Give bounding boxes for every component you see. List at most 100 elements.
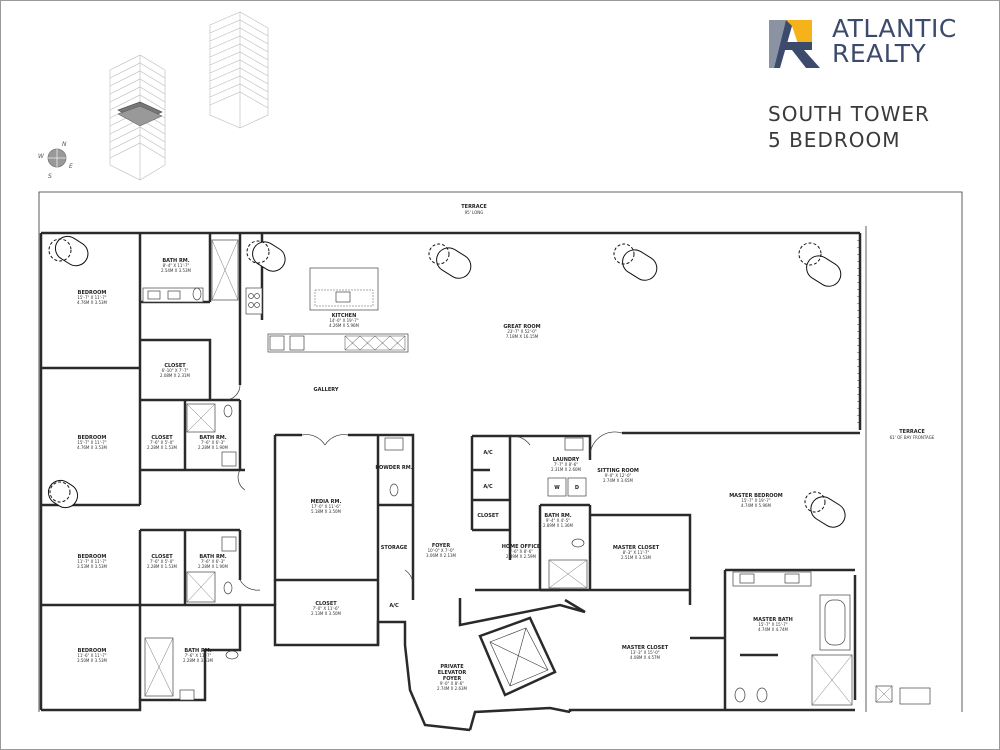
home-office-name: HOME OFFICE bbox=[502, 544, 541, 550]
elevator-foyer-dim1: 9'-0" X 8'-6" bbox=[440, 681, 464, 686]
compass-rose: N E S W bbox=[38, 141, 73, 180]
terrace-outline bbox=[38, 191, 963, 712]
closet1-dim1: 6'-10" X 7'-7" bbox=[162, 368, 189, 373]
great-room-dim1: 23'-7" X 52'-0" bbox=[507, 329, 536, 334]
closet4-dim1: 7'-0" X 11'-6" bbox=[313, 606, 340, 611]
bedroom4-dim2: 3.50M X 3.53M bbox=[77, 658, 108, 663]
bath5-dim1: 7'-6" X 11'-7" bbox=[185, 653, 212, 658]
ac4-name: A/C bbox=[389, 603, 399, 609]
great-room-dim2: 7.18M X 16.15M bbox=[506, 334, 539, 339]
master-closet1-dim2: 2.51M X 3.53M bbox=[621, 555, 652, 560]
bedroom3-dim2: 3.53M X 3.53M bbox=[77, 564, 108, 569]
terrace-top-name: TERRACE bbox=[461, 204, 487, 210]
bedroom2-dim2: 4.76M X 3.53M bbox=[77, 445, 108, 450]
sitting-name: SITTING ROOM bbox=[597, 468, 639, 474]
home-office-dim2: 2.89M X 2.59M bbox=[506, 554, 537, 559]
bath4-dim1: 7'-6" X 6'-3" bbox=[201, 559, 225, 564]
brand-name: ATLANTIC REALTY bbox=[832, 16, 957, 66]
home-office-dim1: 9'-6" X 8'-6" bbox=[509, 549, 533, 554]
bath-fixtures bbox=[142, 239, 931, 706]
bath3-dim1: 9'-4" X 4'-5" bbox=[546, 518, 570, 523]
unit-type: 5 BEDROOM bbox=[768, 128, 901, 152]
bath1-dim2: 2.54M X 3.53M bbox=[161, 268, 192, 273]
compass-south: S bbox=[48, 173, 52, 180]
master-closet1-dim1: 8'-3" X 11'-7" bbox=[623, 550, 650, 555]
foyer-name: FOYER bbox=[432, 543, 451, 549]
terrace-right-dim: 61' OF BAY FRONTAGE bbox=[890, 435, 935, 440]
closet4-dim2: 2.13M X 3.50M bbox=[311, 611, 342, 616]
powder-name: POWDER RM. bbox=[375, 465, 412, 471]
bedroom1-name: BEDROOM bbox=[78, 290, 107, 296]
master-bedroom-dim2: 4.74M X 5.96M bbox=[741, 503, 772, 508]
foyer-dim1: 10'-0" X 7'-0" bbox=[428, 548, 455, 553]
bedroom4-dim1: 11'-6" X 11'-7" bbox=[77, 653, 106, 658]
terrace-top-dim: 95' LONG bbox=[465, 210, 484, 215]
elevator-foyer-name2: ELEVATOR bbox=[438, 670, 467, 676]
bath2-dim2: 2.28M X 1.90M bbox=[198, 445, 229, 450]
laundry-name: LAUNDRY bbox=[553, 457, 580, 463]
elevator-foyer-dim2: 2.74M X 2.63M bbox=[437, 686, 468, 691]
compass-west: W bbox=[38, 153, 45, 160]
master-bath-dim2: 4.74M X 4.74M bbox=[758, 627, 789, 632]
interior-walls bbox=[41, 233, 860, 710]
storage-name: STORAGE bbox=[381, 545, 408, 551]
master-closet2-dim2: 4.08M X 4.57M bbox=[630, 655, 661, 660]
media-dim1: 17'-0" X 11'-6" bbox=[311, 504, 340, 509]
bath1-name: BATH RM. bbox=[162, 258, 189, 264]
master-bath-dim1: 15'-7" X 15'-7" bbox=[758, 622, 787, 627]
media-dim2: 5.18M X 3.50M bbox=[311, 509, 342, 514]
sitting-dim2: 2.74M X 3.65M bbox=[603, 478, 634, 483]
closet4-name: CLOSET bbox=[315, 601, 337, 607]
closet2-dim2: 2.28M X 1.53M bbox=[147, 445, 178, 450]
closet2-name: CLOSET bbox=[151, 435, 173, 441]
unit-tower: SOUTH TOWER bbox=[768, 102, 930, 126]
bedroom3-name: BEDROOM bbox=[78, 554, 107, 560]
bath5-dim2: 2.28M X 3.53M bbox=[183, 658, 214, 663]
door-swings bbox=[224, 384, 623, 591]
atlantic-realty-logo-icon bbox=[769, 20, 820, 68]
elevator-foyer-name3: FOYER bbox=[443, 676, 462, 682]
highlighted-floor-marker bbox=[117, 101, 163, 127]
dryer-label: D bbox=[575, 485, 579, 491]
bath5-name: BATH RM. bbox=[184, 648, 211, 654]
elevator-foyer-name1: PRIVATE bbox=[440, 664, 464, 670]
bedroom2-dim1: 15'-7" X 11'-7" bbox=[77, 440, 106, 445]
closet3-dim2: 2.28M X 1.53M bbox=[147, 564, 178, 569]
compass-east: E bbox=[69, 163, 73, 170]
bath3-name: BATH RM. bbox=[544, 513, 571, 519]
media-name: MEDIA RM. bbox=[311, 499, 342, 505]
gallery-name: GALLERY bbox=[314, 387, 339, 393]
tower-sketch-right bbox=[209, 11, 269, 129]
master-bedroom-dim1: 15'-7" X 19'-7" bbox=[741, 498, 770, 503]
elevator-shaft bbox=[478, 616, 557, 697]
kitchen-fixtures bbox=[245, 267, 409, 353]
master-closet1-name: MASTER CLOSET bbox=[613, 545, 660, 551]
bedroom1-dim2: 4.76M X 3.53M bbox=[77, 300, 108, 305]
master-closet2-dim1: 13'-3" X 15'-0" bbox=[630, 650, 659, 655]
master-bedroom-name: MASTER BEDROOM bbox=[729, 493, 783, 499]
terrace-right-name: TERRACE bbox=[899, 429, 925, 435]
structural-columns bbox=[47, 235, 846, 528]
kitchen-dim2: 4.26M X 5.96M bbox=[329, 323, 360, 328]
closet-hall-name: CLOSET bbox=[477, 513, 499, 519]
bath4-name: BATH RM. bbox=[199, 554, 226, 560]
bedroom3-dim1: 11'-7" X 11'-7" bbox=[77, 559, 106, 564]
closet3-name: CLOSET bbox=[151, 554, 173, 560]
ac1-name: A/C bbox=[483, 450, 493, 456]
kitchen-name: KITCHEN bbox=[332, 313, 357, 319]
bath2-name: BATH RM. bbox=[199, 435, 226, 441]
brand-name-line2: REALTY bbox=[832, 39, 927, 68]
bath2-dim1: 7'-6" X 6'-3" bbox=[201, 440, 225, 445]
unit-title: SOUTH TOWER 5 BEDROOM bbox=[768, 101, 930, 153]
brand-name-line1: ATLANTIC bbox=[832, 14, 957, 43]
closet2-dim1: 7'-6" X 5'-0" bbox=[150, 440, 174, 445]
bedroom4-name: BEDROOM bbox=[78, 648, 107, 654]
master-closet2-name: MASTER CLOSET bbox=[622, 645, 669, 651]
bath4-dim2: 2.28M X 1.90M bbox=[198, 564, 229, 569]
ac2-name: A/C bbox=[483, 484, 493, 490]
compass-north: N bbox=[62, 141, 67, 148]
laundry-dim1: 7'-7" X 8'-6" bbox=[554, 462, 578, 467]
closet1-dim2: 2.08M X 2.31M bbox=[160, 373, 191, 378]
master-bath-name: MASTER BATH bbox=[753, 617, 793, 623]
kitchen-dim1: 14'-0" X 19'-7" bbox=[329, 318, 358, 323]
